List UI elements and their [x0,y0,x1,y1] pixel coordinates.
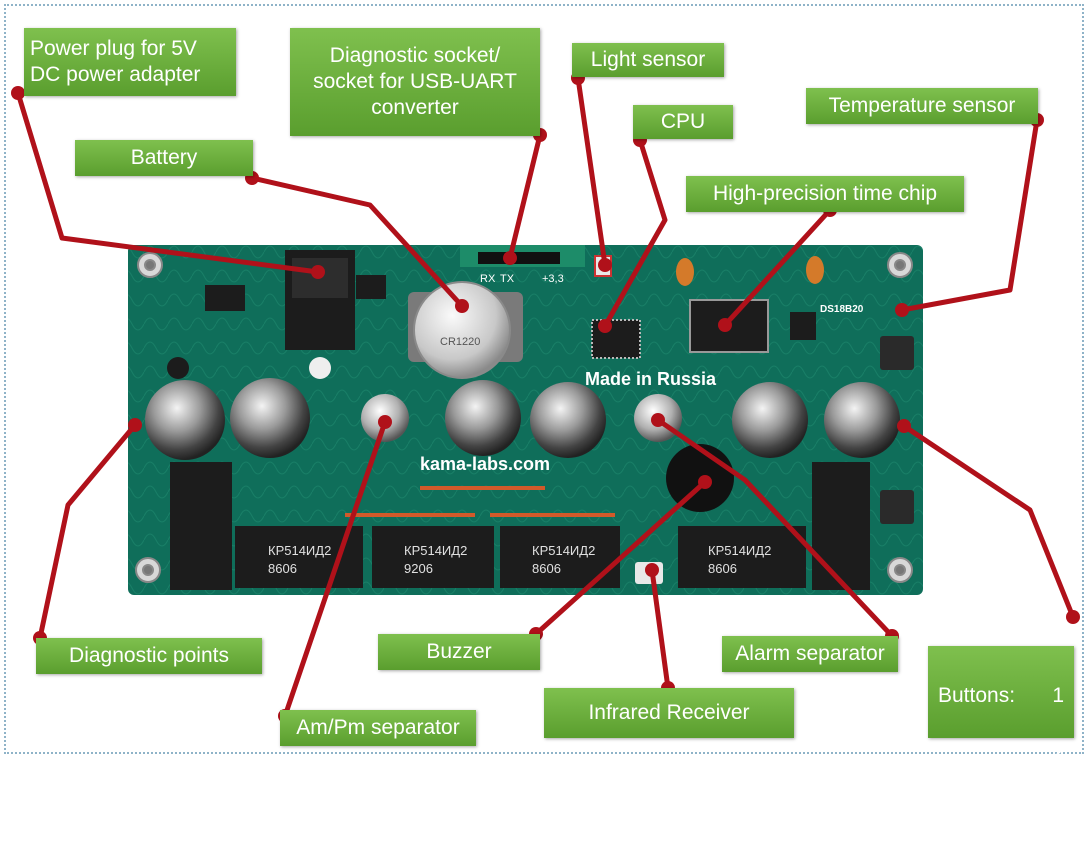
board-traces [345,486,615,517]
pin-labels: RX TX +3,3 [480,273,564,285]
label-temperature-sensor: Temperature sensor [806,88,1038,124]
dotted-frame [4,4,1084,754]
svg-text:+3,3: +3,3 [542,273,564,285]
svg-text:8606: 8606 [268,561,297,576]
header-pins [478,252,560,264]
label-infrared-receiver: Infrared Receiver [544,688,794,738]
svg-text:8606: 8606 [532,561,561,576]
label-cpu: CPU [633,105,733,139]
svg-text:9206: 9206 [404,561,433,576]
button-number-1: 1 [1052,684,1064,707]
buttons-title: Buttons: [938,684,1016,707]
svg-text:Made in Russia: Made in Russia [585,369,717,389]
board-silkscreen: kama-labs.com Made in Russia DS18B20 [420,304,864,474]
label-ampm-separator: Am/Pm separator [280,710,476,746]
svg-text:TX: TX [500,273,515,285]
button-number-2: 2 [1052,741,1064,764]
battery-cell: CR1220 [408,281,523,379]
chip-markings: КР514ИД2 8606 КР514ИД2 9206 КР514ИД2 860… [268,543,771,576]
svg-text:RX: RX [480,273,496,285]
power-jack [285,250,355,350]
svg-text:КР514ИД2: КР514ИД2 [708,543,771,558]
svg-text:DS18B20: DS18B20 [820,304,864,315]
label-diagnostic-socket: Diagnostic socket/ socket for USB-UART c… [290,28,540,136]
svg-text:kama-labs.com: kama-labs.com [420,454,550,474]
label-alarm-separator: Alarm separator [722,636,898,672]
label-power-plug: Power plug for 5V DC power adapter [24,28,236,96]
svg-text:CR1220: CR1220 [440,336,480,348]
label-light-sensor: Light sensor [572,43,724,77]
svg-text:8606: 8606 [708,561,737,576]
label-buttons: Buttons: 1 2 3 [928,646,1074,821]
svg-text:КР514ИД2: КР514ИД2 [268,543,331,558]
leader-lines [15,75,1076,719]
circuit-board-illustration: RX TX +3,3 CR1220 kama-labs.com Made in … [11,71,1080,723]
button-number-3: 3 [1052,798,1064,821]
label-battery: Battery [75,140,253,176]
label-buzzer: Buzzer [378,634,540,670]
svg-text:КР514ИД2: КР514ИД2 [532,543,595,558]
svg-text:КР514ИД2: КР514ИД2 [404,543,467,558]
label-time-chip: High-precision time chip [686,176,964,212]
label-diagnostic-points: Diagnostic points [36,638,262,674]
indicator-tubes [145,378,900,460]
mount-holes [135,252,913,583]
